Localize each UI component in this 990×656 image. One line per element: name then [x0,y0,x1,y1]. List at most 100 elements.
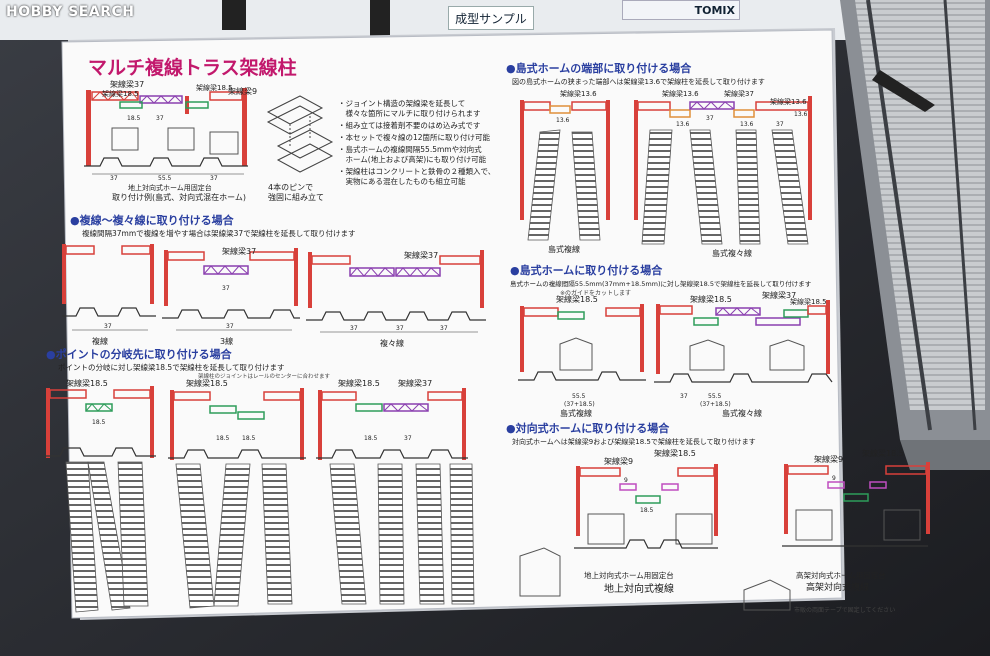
s5-desc: 島式ホームの複線間隔55.5mm(37mm+18.5mm)に対し架線梁18.5で… [510,279,812,288]
s4-diagrams [520,96,812,245]
s5-beam-label: 架線梁18.5 [690,294,732,304]
s4-dim: 13.6 [794,111,808,118]
s3-heading: ●ポイントの分岐先に取り付ける場合 [46,347,233,361]
s3-desc: ポイントの分岐に対し架線梁18.5で架線柱を延長して取り付けます [58,362,284,372]
s4-beam-label: 架線梁13.6 [560,89,597,98]
s4-dim: 13.6 [740,121,754,128]
s1-bullet: ホーム(地上および高架)にも取り付け可能 [338,154,487,164]
s1-part-sketch [266,95,334,173]
s4-label: 島式複々線 [712,248,752,258]
s2-diagram-double [62,244,156,331]
s1-dim: 37 [210,175,218,182]
s4-beam-label: 架線梁37 [724,89,754,98]
s5-dim: 55.5 [708,393,722,400]
s2-beam-label: 架線梁37 [222,246,256,256]
s3-dim: 18.5 [242,435,256,442]
s3-dim: 18.5 [364,435,378,442]
s4-beam-label: 架線梁13.6 [770,97,807,106]
s6-caption: 高架対向式ホーム用固定台 [796,570,886,580]
s5-beam-label: 架線梁18.5 [790,297,827,306]
watermark: HOBBY SEARCH [6,4,135,20]
s1-dim: 37 [110,175,118,182]
stand-left [222,0,246,30]
s2-label: 複々線 [380,338,404,348]
s3-dim: 18.5 [216,435,230,442]
s6-tape-note: 市販の両面テープで固定してください [794,606,895,614]
s2-beam-label: 架線梁37 [404,250,438,260]
s5-diagrams [518,300,833,383]
s2-heading: ●複線～複々線に取り付ける場合 [70,213,235,227]
s6-diagrams [519,462,930,611]
s1-caption: 地上対向式ホーム用固定台 [128,183,212,192]
s5-label: 島式複線 [560,408,592,418]
s4-desc: 図の島式ホームの狭まった端部へは架線梁13.6で架線柱を延長して取り付けます [512,77,765,86]
s4-beam-label: 架線梁13.6 [662,89,699,98]
s5-heading: ●島式ホームに取り付ける場合 [510,263,663,277]
s1-bullet: ・ジョイント構造の架線梁を延長して [338,98,465,108]
s4-dim: 13.6 [556,117,570,124]
s4-dim: 13.6 [676,121,690,128]
s3-beam-label: 架線梁18.5 [338,378,380,388]
s3-diagrams [44,386,468,460]
s6-beam-label: 架線梁9 [814,454,843,464]
s3-dim: 18.5 [92,419,106,426]
s3-beam-label: 架線梁37 [398,378,432,388]
s2-desc: 複線間隔37mmで複線を増やす場合は架線梁37で架線柱を延長して取り付けます [82,228,355,238]
s2-dim: 37 [396,325,404,332]
platform-model [840,0,990,470]
s6-beam-label: 架線梁18.5 [654,448,696,458]
s5-dim: (37+18.5) [700,401,731,408]
s1-bullet: 実物にある混在したものも組立可能 [338,176,466,186]
s4-label: 島式複線 [548,244,580,254]
s3-dim: 37 [404,435,412,442]
s1-beam-label: 架線梁9 [228,86,257,96]
s3-track-plans [65,461,475,613]
s1-bullet: ・架線柱はコンクリートと鉄骨の２種類入で、 [338,166,495,176]
s5-dim: 37 [680,393,688,400]
s1-dim: 55.5 [158,175,172,182]
s5-note: ※のガイドをカットします [560,289,631,297]
s6-dim: 18.5 [640,507,654,514]
s2-dim: 37 [440,325,448,332]
s1-bullet: ・組み立ては接着剤不要のはめ込み式です [338,120,480,130]
s6-caption: 高架対向式複線 [806,581,869,593]
s1-dim: 18.5 [127,115,141,122]
s3-note: 架線柱のジョイントはレールのセンターに合わせます [198,372,331,380]
s6-beam-label: 架線梁18.5 [862,448,904,458]
s1-bullet: ・島式ホームの複線間隔55.5mmや対向式 [338,144,482,154]
s4-dim: 37 [776,121,784,128]
s1-beam-label: 架線梁18.5 [102,89,139,98]
s1-bullet: ・本セットで複々線の12箇所に取り付け可能 [338,132,491,142]
brand-logo: TOMIX [622,0,740,20]
s5-beam-label: 架線梁18.5 [556,294,598,304]
poster-title: マルチ複線トラス架線柱 [88,56,297,79]
s1-beam-label: 架線梁18.5 [196,83,233,92]
s1-pin-note: 強固に組み立て [268,192,324,202]
s1-dim: 37 [156,115,164,122]
s6-desc: 対向式ホームへは架線梁9および架線梁18.5で架線柱を延長して取り付けます [512,437,756,446]
s3-beam-label: 架線梁18.5 [186,378,228,388]
s6-caption: 地上対向式複線 [604,582,674,595]
s1-diagram [84,88,248,175]
s1-bullets: ・ジョイント構造の架線梁を延長して 様々な箇所にマルチに取り付けられます ・組み… [338,98,495,186]
s6-dim: 9 [624,477,628,484]
s1-caption: 取り付け例(島式、対向式混在ホーム) [112,192,246,202]
s5-label: 島式複々線 [722,408,762,418]
s4-heading: ●島式ホームの端部に取り付ける場合 [506,61,692,75]
s5-beam-label: 架線梁37 [762,290,796,300]
s2-dim: 37 [104,323,112,330]
s5-dim: (37+18.5) [564,401,595,408]
s6-dim: 18.5 [848,505,862,512]
s1-pin-note: 4本のピンで [268,182,313,192]
s1-beam-label: 架線梁37 [110,79,144,89]
s6-beam-label: 架線梁9 [604,456,633,466]
s3-beam-label: 架線梁18.5 [66,378,108,388]
s1-bullet: 様々な箇所にマルチに取り付けられます [338,108,481,118]
s6-caption: 地上対向式ホーム用固定台 [584,570,674,580]
s2-dim: 37 [226,323,234,330]
s2-dim: 37 [222,285,230,292]
s2-label: 複線 [92,336,108,346]
s4-dim: 37 [706,115,714,122]
s2-diagram-quad [306,250,486,333]
